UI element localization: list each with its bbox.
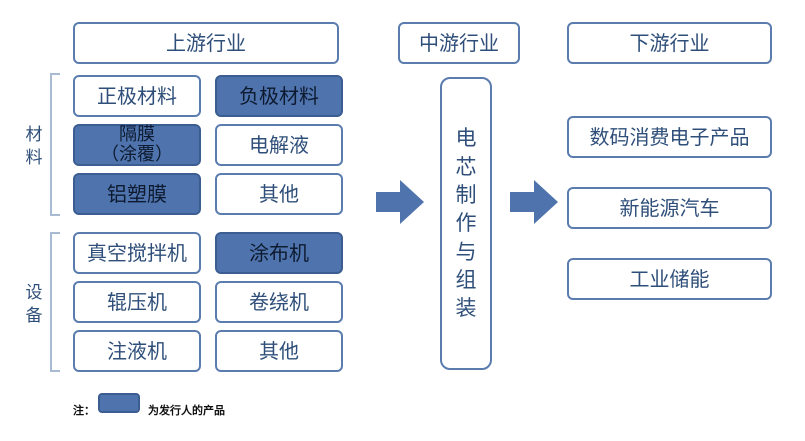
- cell-manufacturing-box: 电芯制作与组装: [440, 77, 492, 370]
- roller-press-box: 辊压机: [73, 281, 201, 323]
- new-energy-vehicle-box: 新能源汽车: [567, 187, 772, 229]
- electrolyte-box: 电解液: [215, 124, 343, 166]
- cathode-material-box: 正极材料: [73, 75, 201, 117]
- consumer-electronics-box: 数码消费电子产品: [567, 116, 772, 158]
- upstream-to-midstream-arrow: [376, 180, 424, 224]
- separator-label-line2: （涂覆）: [101, 144, 173, 165]
- midstream-to-downstream-arrow: [510, 180, 558, 224]
- materials-side-label: 材料: [25, 125, 43, 168]
- legend-filled-meaning: 为发行人的产品: [148, 404, 225, 417]
- materials-bracket: [50, 73, 60, 216]
- legend-filled-swatch: [98, 393, 140, 413]
- anode-material-box: 负极材料: [215, 75, 343, 117]
- winder-box: 卷绕机: [215, 281, 343, 323]
- equipment-bracket: [50, 232, 60, 372]
- arrow-shape: [376, 180, 424, 224]
- equipment-side-label: 设备: [25, 283, 43, 326]
- separator-label-line1: 隔膜: [119, 124, 155, 146]
- aluminum-film-box: 铝塑膜: [73, 173, 201, 215]
- cell-manufacturing-label: 电芯制作与组装: [455, 126, 477, 321]
- downstream-header: 下游行业: [567, 22, 772, 64]
- vacuum-mixer-box: 真空搅拌机: [73, 232, 201, 274]
- arrow-shape: [510, 180, 558, 224]
- midstream-header: 中游行业: [398, 22, 520, 64]
- materials-other-box: 其他: [215, 173, 343, 215]
- coater-box: 涂布机: [215, 232, 343, 274]
- equipment-other-box: 其他: [215, 330, 343, 372]
- industrial-storage-box: 工业储能: [567, 258, 772, 300]
- injector-box: 注液机: [73, 330, 201, 372]
- legend-note-label: 注：: [73, 404, 95, 417]
- separator-box: 隔膜 （涂覆）: [73, 124, 201, 166]
- upstream-header: 上游行业: [73, 22, 339, 64]
